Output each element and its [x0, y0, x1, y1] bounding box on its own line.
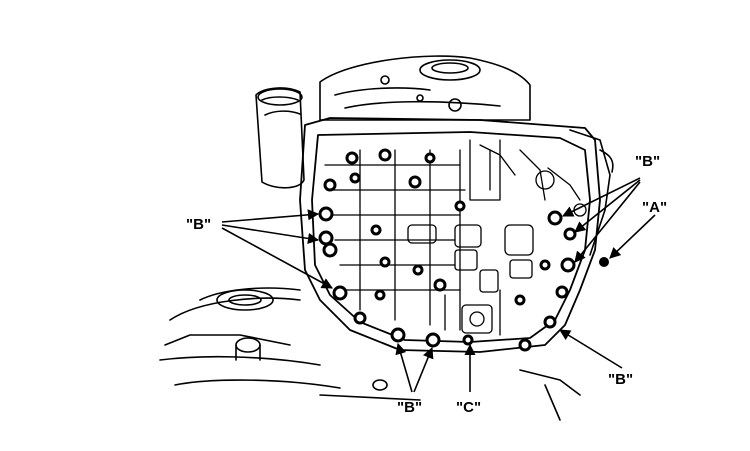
bolt: [345, 151, 359, 165]
callout-label-b-bottom: "B": [397, 399, 422, 416]
bolt: [370, 224, 382, 236]
bolt: [539, 259, 551, 271]
bolt: [323, 178, 337, 192]
bolt: [353, 311, 367, 325]
callout-label-c: "C": [456, 399, 481, 416]
bolt: [374, 289, 386, 301]
bolt: [349, 172, 361, 184]
bolt: [318, 230, 334, 246]
valve-body-plate: [299, 117, 601, 353]
callout-label-b-top-right: "B": [635, 153, 660, 170]
bolt: [560, 257, 576, 273]
bolt: [563, 227, 577, 241]
bolt: [408, 175, 422, 189]
bolt: [543, 315, 557, 329]
valve-body-internals: [324, 139, 587, 336]
bolt: [518, 338, 532, 352]
bolt: [454, 200, 466, 212]
callout-label-b-bottom-right: "B": [608, 371, 633, 388]
bolt: [412, 264, 424, 276]
bolt: [462, 334, 474, 346]
bolt: [322, 242, 338, 258]
callout-label-b-left: "B": [186, 216, 211, 233]
bolt-a: [599, 257, 609, 267]
bolt: [332, 285, 348, 301]
bolt: [433, 278, 447, 292]
bolt: [378, 148, 392, 162]
bolt: [514, 294, 526, 306]
bolt: [547, 210, 563, 226]
bolt-heads: [318, 148, 609, 352]
bolt: [425, 332, 441, 348]
bolt: [555, 285, 569, 299]
bolt: [318, 206, 334, 222]
bolt: [379, 256, 391, 268]
callout-label-a: "A": [642, 199, 667, 216]
bolt: [390, 327, 406, 343]
transmission-case: [159, 55, 614, 421]
callout-leaders: [221, 177, 656, 393]
bolt: [424, 152, 436, 164]
